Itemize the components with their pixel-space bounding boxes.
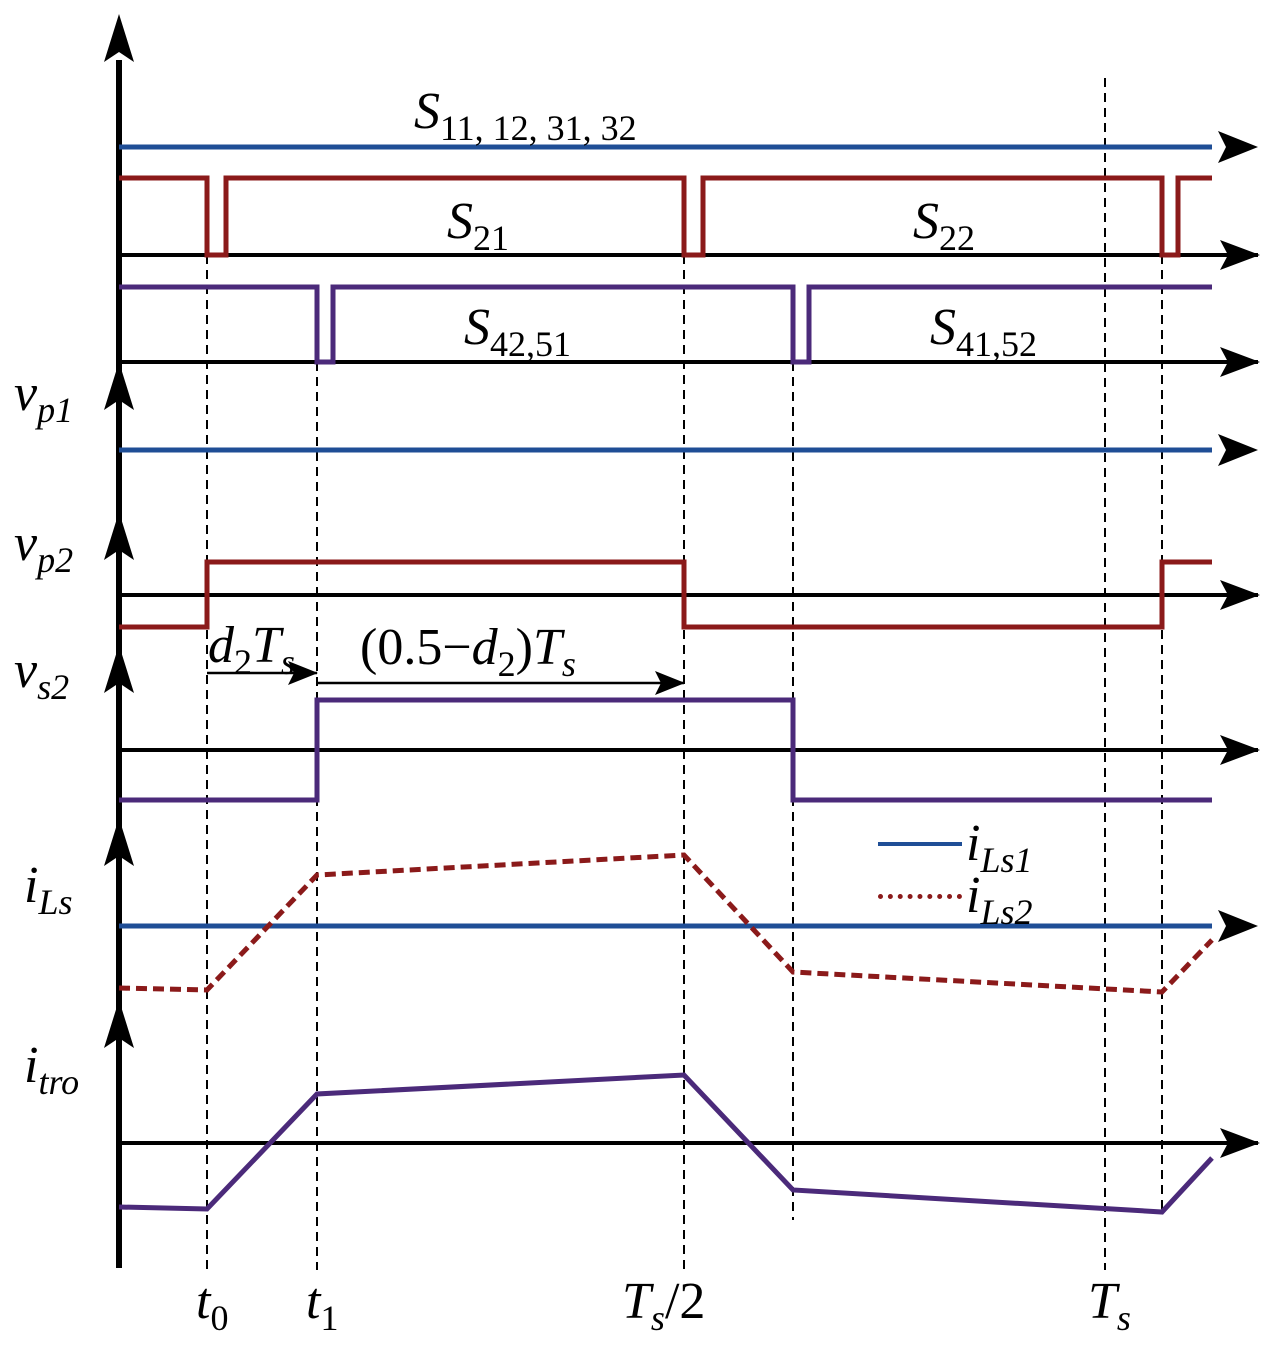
label-vs2: vs2: [14, 642, 70, 707]
axis-up-arrow: [104, 645, 134, 693]
vertical-axis: [104, 14, 134, 1268]
label-s21: S21: [447, 193, 509, 258]
label-ts: Ts: [1088, 1273, 1131, 1338]
label-t1: t1: [306, 1273, 339, 1338]
itro-signal: [118, 1072, 1214, 1215]
blue-axis-lines: [119, 144, 1212, 929]
legend-item-iLs1: iLs1: [878, 815, 1033, 880]
time-markers: [206, 78, 1163, 1270]
legend-item-iLs2: iLs2: [878, 867, 1033, 932]
legend: iLs1 iLs2: [878, 815, 1078, 932]
label-vp2: vp2: [14, 515, 74, 580]
label-t0: t0: [196, 1273, 229, 1338]
label-iLs: iLs: [24, 857, 73, 922]
vs2-signal: [119, 697, 1212, 803]
label-ts-half: Ts/2: [622, 1273, 706, 1338]
axis-up-arrow: [104, 512, 134, 560]
label-itro: itro: [24, 1037, 80, 1102]
label-vp1: vp1: [14, 365, 74, 430]
iLs2-signal: [118, 852, 1214, 995]
legend-swatch-solid: [878, 842, 962, 846]
axis-up-arrow: [104, 818, 134, 866]
s42-s41-signal: [119, 284, 1212, 365]
label-s41-52: S41,52: [930, 299, 1037, 364]
axis-up-arrow: [104, 14, 134, 62]
axis-up-arrow: [104, 1000, 134, 1048]
blue-axis-arrowheads: [1218, 131, 1258, 942]
label-s11-12-31-32: S11, 12, 31, 32: [414, 83, 637, 148]
legend-label-iLs1: iLs1: [966, 815, 1033, 880]
legend-label-iLs2: iLs2: [966, 867, 1033, 932]
label-half-period: (0.5−d2)Ts: [360, 619, 576, 684]
axis-up-arrow: [104, 362, 134, 410]
legend-swatch-dashed: [878, 893, 962, 899]
label-s22: S22: [913, 193, 975, 258]
vp2-signal: [119, 559, 1212, 630]
label-d2Ts: d2Ts: [208, 617, 295, 682]
s21-s22-signal: [119, 175, 1212, 258]
label-s42-51: S42,51: [464, 299, 571, 364]
time-axes: [119, 240, 1260, 1158]
